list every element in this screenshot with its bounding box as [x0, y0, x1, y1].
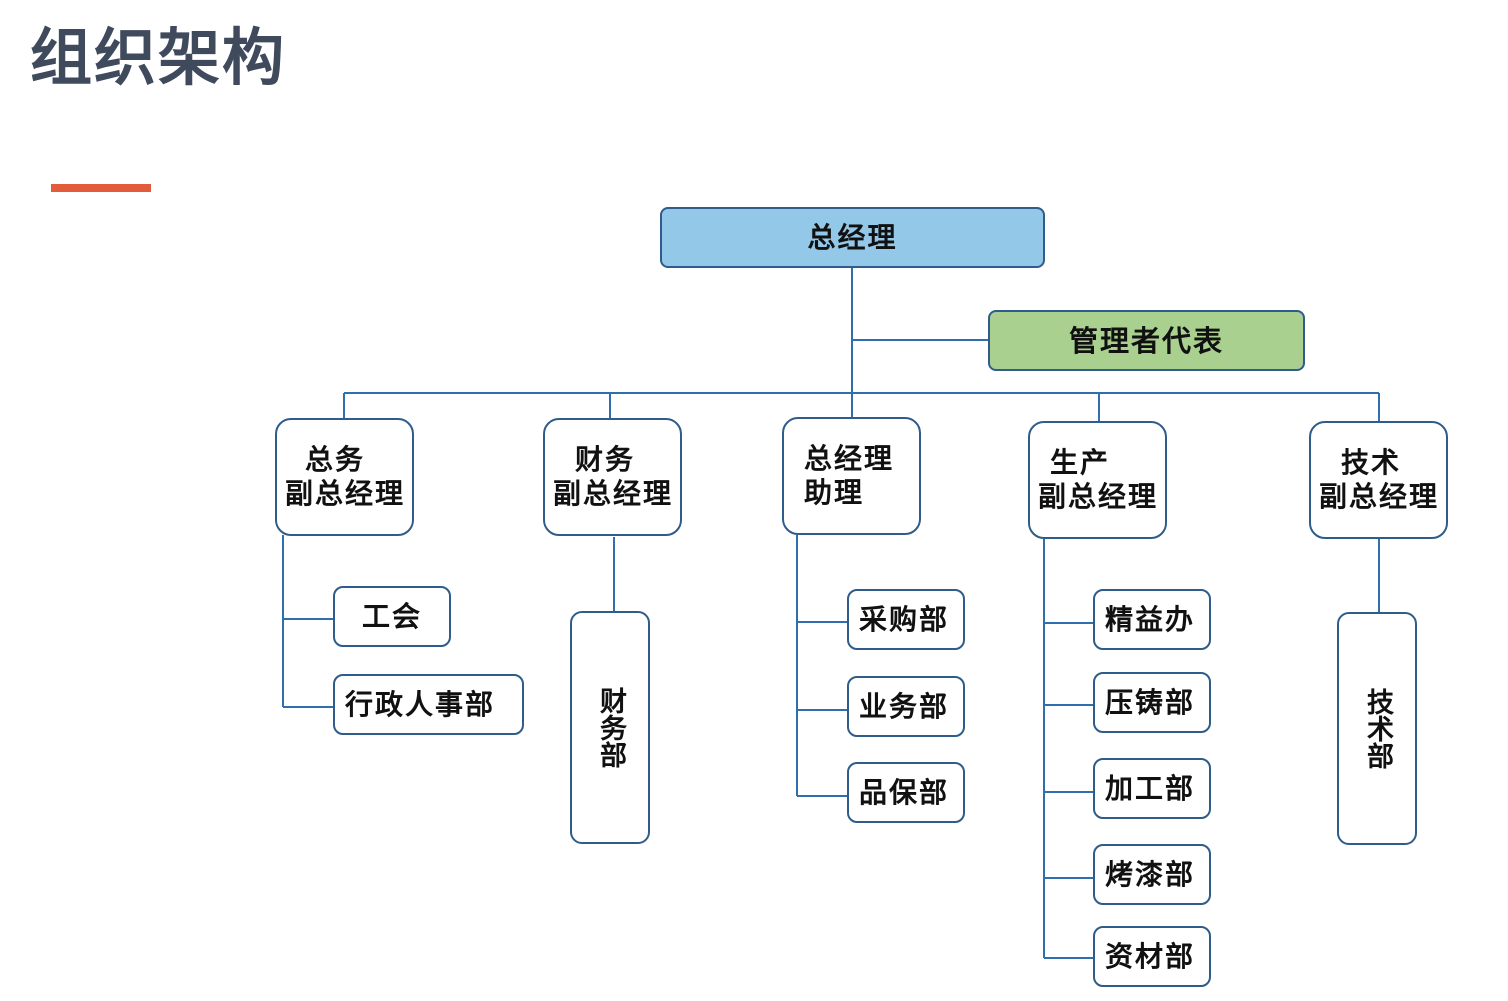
node-lean-office: 精益办: [1093, 589, 1211, 650]
node-machining-label: 加工部: [1105, 771, 1196, 805]
node-painting-label: 烤漆部: [1105, 857, 1196, 891]
node-general-affairs-vp-line2: 副总经理: [285, 477, 406, 510]
node-finance-vp-line1: 财务: [575, 443, 636, 476]
node-ceo-label: 总经理: [807, 220, 898, 254]
node-machining: 加工部: [1093, 758, 1211, 819]
node-tech-dept-label: 技术部: [1362, 688, 1393, 769]
node-quality: 品保部: [847, 762, 965, 823]
node-finance-vp: 财务 副总经理: [543, 418, 682, 536]
node-materials-label: 资材部: [1105, 939, 1196, 973]
node-lean-office-label: 精益办: [1105, 602, 1196, 636]
node-die-casting: 压铸部: [1093, 672, 1211, 733]
node-tech-dept: 技术部: [1337, 612, 1417, 845]
node-business: 业务部: [847, 676, 965, 737]
node-materials: 资材部: [1093, 926, 1211, 987]
node-management-rep: 管理者代表: [988, 310, 1305, 371]
node-gm-assistant: 总经理 助理: [782, 417, 921, 535]
node-gm-assistant-line2: 助理: [804, 476, 865, 509]
node-gm-assistant-line1: 总经理: [804, 442, 895, 475]
node-production-vp-line1: 生产: [1050, 446, 1111, 479]
node-management-rep-label: 管理者代表: [1068, 323, 1224, 358]
node-business-label: 业务部: [859, 689, 950, 723]
node-production-vp: 生产 副总经理: [1028, 421, 1167, 539]
node-general-affairs-vp: 总务 副总经理: [275, 418, 414, 536]
node-procurement: 采购部: [847, 589, 965, 650]
node-finance-dept: 财务部: [570, 611, 650, 844]
node-technology-vp-line1: 技术: [1341, 446, 1402, 479]
node-admin-hr: 行政人事部: [333, 674, 524, 735]
node-painting: 烤漆部: [1093, 844, 1211, 905]
node-union: 工会: [333, 586, 451, 647]
node-finance-dept-label: 财务部: [595, 687, 626, 768]
node-union-label: 工会: [361, 599, 422, 633]
node-quality-label: 品保部: [859, 775, 950, 809]
node-admin-hr-label: 行政人事部: [345, 687, 496, 721]
title-accent-bar: [51, 184, 151, 192]
node-finance-vp-line2: 副总经理: [553, 477, 674, 510]
node-procurement-label: 采购部: [859, 602, 950, 636]
node-technology-vp: 技术 副总经理: [1309, 421, 1448, 539]
node-ceo: 总经理: [660, 207, 1045, 268]
node-technology-vp-line2: 副总经理: [1319, 480, 1440, 513]
node-die-casting-label: 压铸部: [1105, 685, 1196, 719]
node-general-affairs-vp-line1: 总务: [305, 443, 366, 476]
page-title: 组织架构: [30, 21, 287, 94]
node-production-vp-line2: 副总经理: [1038, 480, 1159, 513]
